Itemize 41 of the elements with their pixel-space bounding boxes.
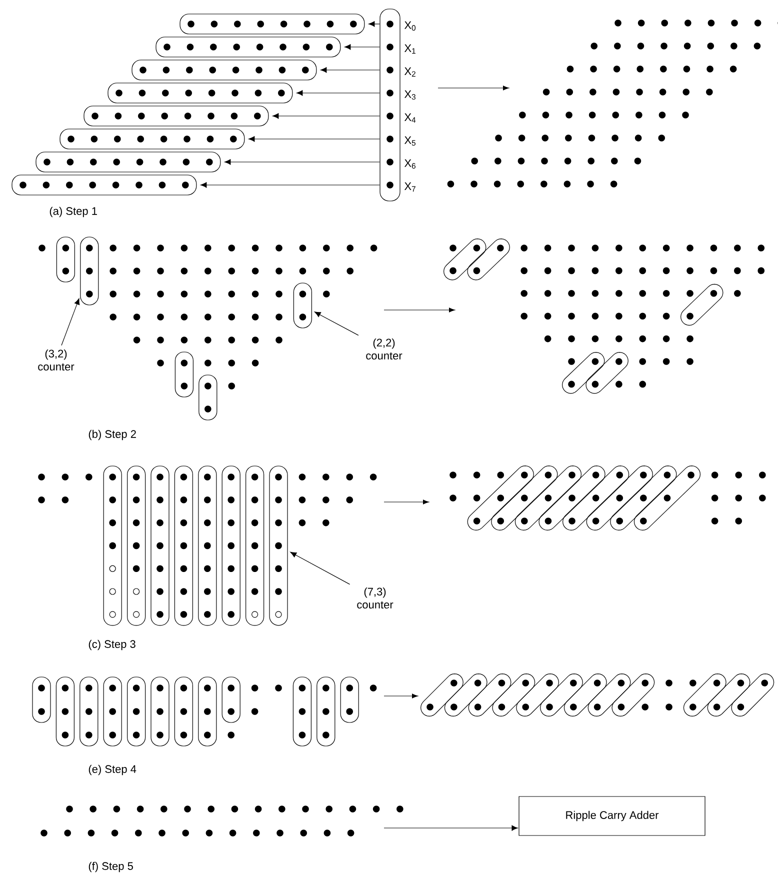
bit-label: X$_{5}$ xyxy=(404,136,416,146)
arrow xyxy=(368,21,380,27)
callout-text: (7,3) counter xyxy=(357,587,394,609)
capsule-outline xyxy=(156,36,341,58)
step-caption: (e) Step 4 xyxy=(88,764,136,776)
step-caption: (b) Step 2 xyxy=(88,430,136,440)
step-caption: (a) Step 1 xyxy=(50,206,97,218)
capsule-outline xyxy=(36,152,221,172)
arrow xyxy=(200,182,380,188)
callout-text: (3,2) counter xyxy=(38,349,74,371)
capsule-outline xyxy=(380,8,400,202)
bit-label: X$_{0}$ xyxy=(404,21,416,31)
bit-label: X$_{2}$ xyxy=(404,67,416,77)
leader-line xyxy=(61,298,80,346)
capsule-outline xyxy=(132,60,317,80)
bit-label: X$_{3}$ xyxy=(404,90,416,100)
callout-text: (2,2) counter xyxy=(366,338,402,360)
capsule-outline xyxy=(108,82,293,104)
bit-label: X$_{1}$ xyxy=(404,44,416,54)
bit-label: X$_{6}$ xyxy=(404,159,416,169)
leader-line xyxy=(290,552,350,585)
arrow xyxy=(344,44,380,50)
capsule-outline xyxy=(60,128,245,150)
arrow xyxy=(320,67,380,73)
leader-line xyxy=(314,312,359,336)
capsule-outline xyxy=(180,14,365,34)
capsule-outline xyxy=(12,174,197,196)
arrow xyxy=(224,159,380,165)
capsule-outline xyxy=(84,106,269,126)
bit-label: X$_{4}$ xyxy=(404,113,416,123)
bit-label: X$_{7}$ xyxy=(404,182,416,192)
arrow xyxy=(272,113,380,119)
arrow xyxy=(296,90,380,96)
process-box: Ripple Carry Adder xyxy=(518,796,706,836)
step-caption: (f) Step 5 xyxy=(88,862,133,872)
arrow xyxy=(384,825,518,831)
capsule-outline xyxy=(269,466,288,626)
capsule-outline xyxy=(293,282,312,328)
step-caption: (c) Step 3 xyxy=(88,640,136,650)
capsule-outline xyxy=(80,236,99,306)
arrow xyxy=(248,136,380,142)
